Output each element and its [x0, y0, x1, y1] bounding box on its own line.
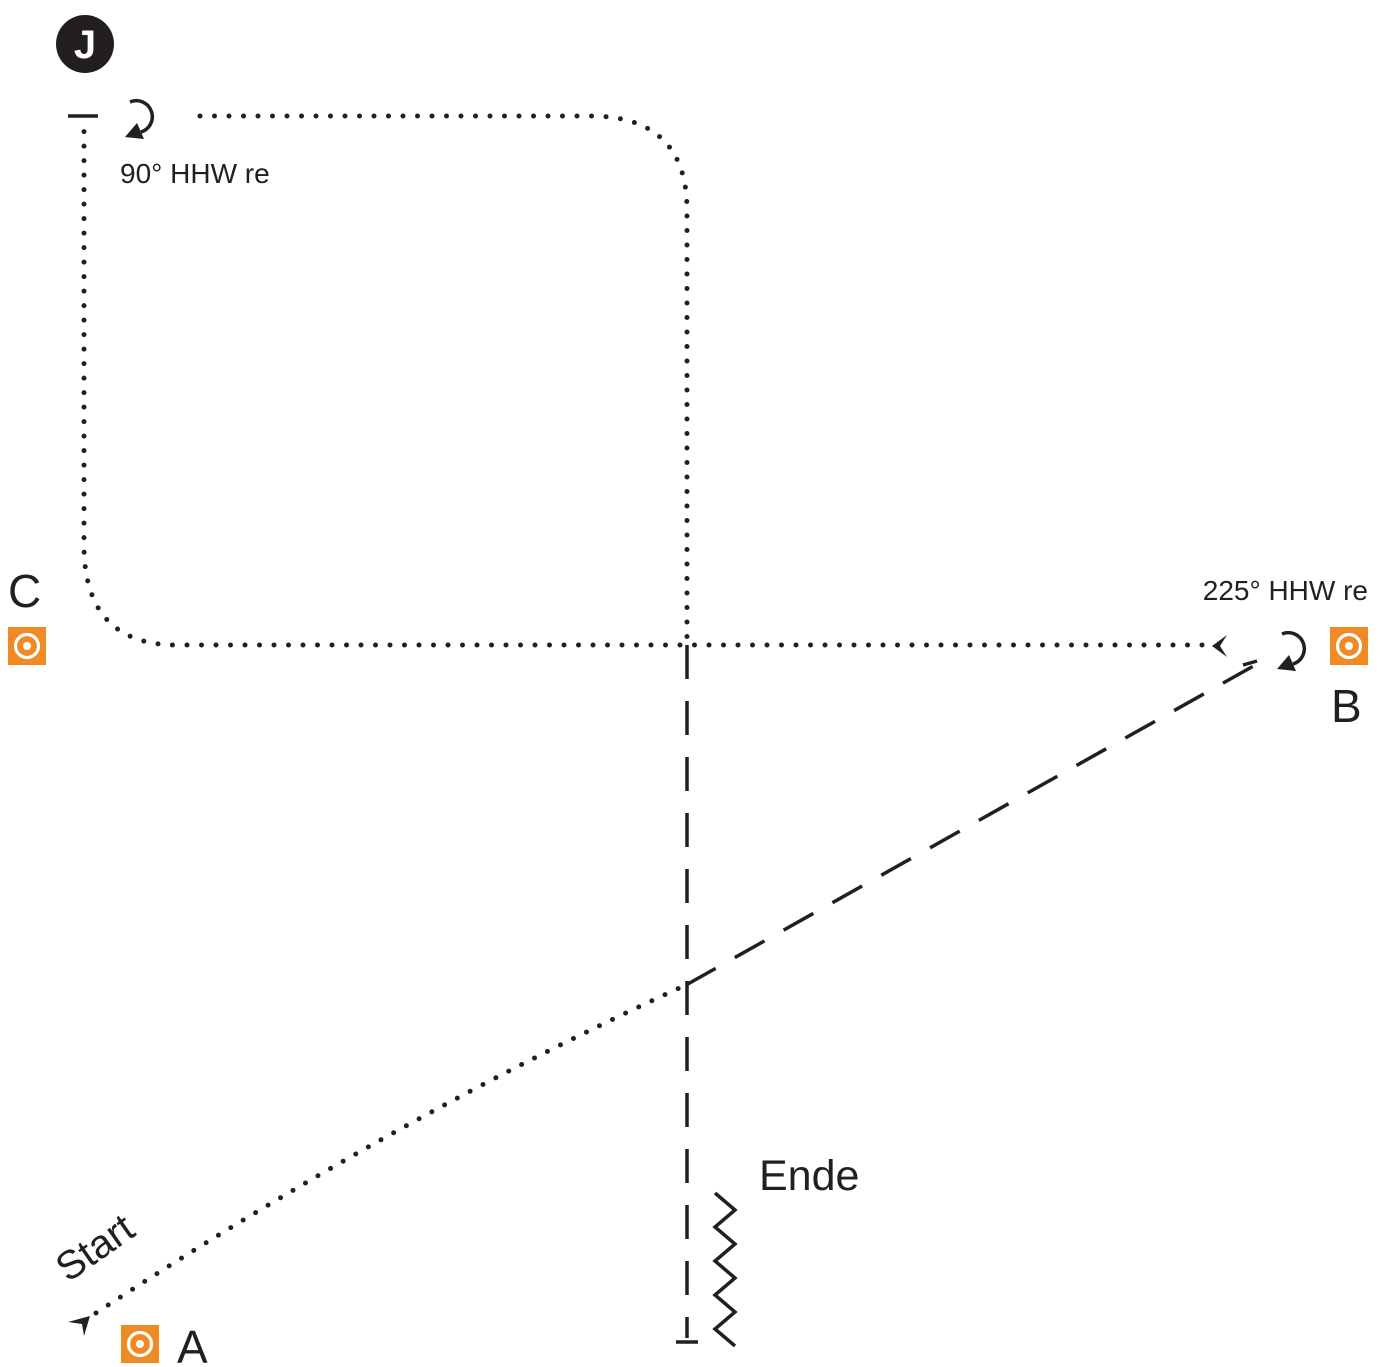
cone-c: [8, 627, 46, 665]
turn-b-label: 225° HHW re: [1203, 575, 1368, 606]
turn-top-label: 90° HHW re: [120, 158, 270, 189]
path-start-diagonal: [93, 982, 689, 1316]
path-top-to-center: [197, 113, 690, 648]
badge-letter: J: [74, 23, 96, 67]
cone-b-label: B: [1331, 680, 1362, 732]
path-b-to-c-loop: [81, 125, 1205, 648]
start-label: Start: [48, 1206, 142, 1291]
badge-circle: [56, 15, 114, 73]
cone-c-label: C: [8, 565, 41, 617]
rotate-ccw-icon-b: [1277, 630, 1307, 671]
course-badge: J: [56, 15, 114, 73]
arrow-left-icon: [1212, 635, 1227, 657]
path-diagonal-to-b: [685, 662, 1258, 987]
path-b-start-tick: [1242, 659, 1258, 667]
start-arrow-icon: [68, 1316, 90, 1336]
cone-b: [1330, 627, 1368, 665]
end-zigzag: [712, 1191, 738, 1348]
cone-a: [121, 1325, 159, 1363]
rotate-ccw-icon-top: [125, 98, 155, 139]
cone-a-label: A: [177, 1321, 208, 1367]
end-label: Ende: [759, 1152, 859, 1200]
